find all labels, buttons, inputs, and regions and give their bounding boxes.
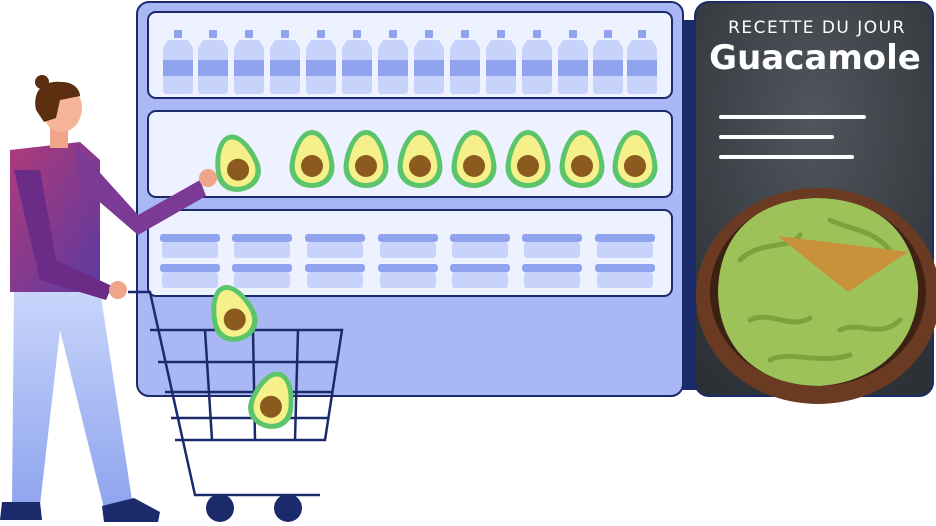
hair bbox=[35, 81, 80, 122]
shopper bbox=[0, 75, 217, 522]
cart-wheel bbox=[274, 494, 302, 522]
shoe bbox=[0, 502, 42, 520]
hand bbox=[199, 169, 217, 187]
text-line bbox=[719, 135, 834, 139]
text-line bbox=[719, 115, 866, 119]
text-line bbox=[719, 155, 854, 159]
recipe-poster bbox=[694, 1, 936, 404]
hand bbox=[109, 281, 127, 299]
recipe-title: Guacamole bbox=[709, 38, 921, 78]
tortilla-chip bbox=[778, 236, 908, 292]
cart-wheel bbox=[206, 494, 234, 522]
recipe-label: RECETTE DU JOUR bbox=[728, 18, 906, 38]
guacamole-bowl bbox=[696, 188, 936, 404]
shoe bbox=[102, 498, 160, 522]
